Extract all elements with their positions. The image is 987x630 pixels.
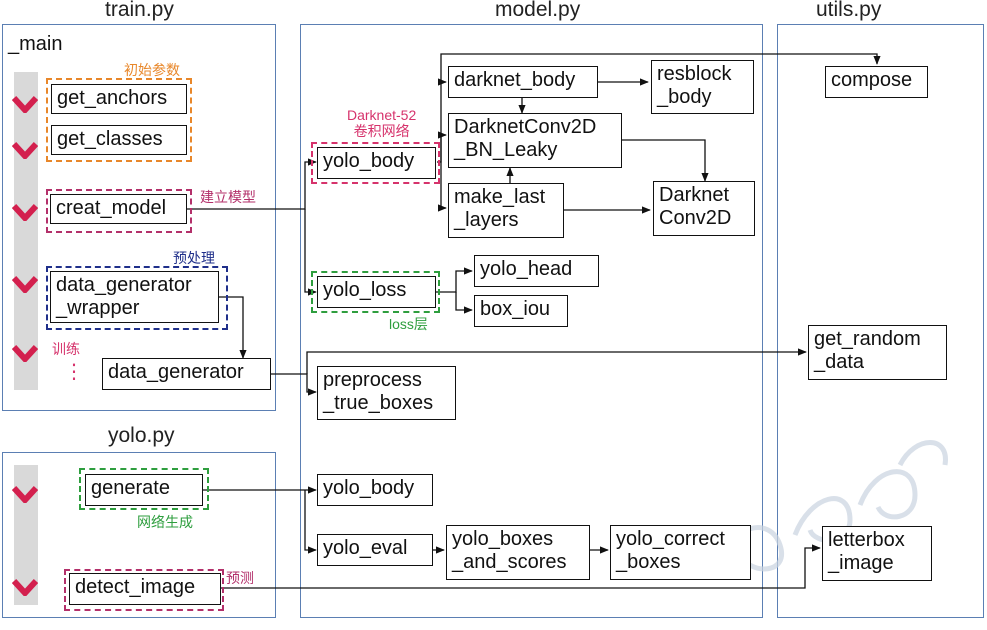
chevron-down-icon	[12, 95, 38, 113]
utils-py-title: utils.py	[816, 0, 882, 21]
chevron-down-icon	[12, 203, 38, 221]
yolo-py-panel	[2, 452, 276, 618]
yolo-body-group	[311, 142, 440, 184]
network-gen-note: 网络生成	[137, 514, 193, 530]
main-label: _main	[8, 33, 63, 55]
compose-box[interactable]: compose	[825, 66, 928, 98]
creat-model-box[interactable]: creat_model	[50, 194, 187, 224]
yolo-eval-box[interactable]: yolo_eval	[317, 534, 433, 566]
get-anchors-box[interactable]: get_anchors	[51, 84, 187, 114]
darknet-note: Darknet-52 卷积网络	[347, 107, 417, 139]
yolo-head-box[interactable]: yolo_head	[474, 255, 599, 287]
yolo-loss-box[interactable]: yolo_loss	[317, 276, 436, 308]
build-model-group	[46, 189, 192, 233]
predict-note: 预测	[226, 570, 254, 586]
generate-group	[79, 468, 209, 510]
ellipsis-dots: ⋮	[64, 361, 84, 383]
yolo-body-box[interactable]: yolo_body	[317, 147, 436, 179]
init-params-note: 初始参数	[124, 62, 180, 78]
darknetconv2d-bn-leaky-box[interactable]: DarknetConv2D _BN_Leaky	[448, 113, 622, 168]
init-params-group	[46, 78, 192, 162]
letterbox-image-box[interactable]: letterbox _image	[822, 526, 932, 581]
yolo-py-title: yolo.py	[108, 424, 175, 447]
data-generator-wrapper-box[interactable]: data_generator _wrapper	[50, 271, 219, 323]
model-py-panel	[300, 24, 763, 618]
generate-box[interactable]: generate	[85, 474, 203, 506]
detect-image-group	[64, 569, 224, 611]
preprocess-true-boxes-box[interactable]: preprocess _true_boxes	[317, 366, 456, 420]
preprocess-group	[46, 266, 228, 330]
chevron-down-icon	[12, 275, 38, 293]
train-py-panel	[2, 24, 276, 411]
yolo-boxes-and-scores-box[interactable]: yolo_boxes _and_scores	[446, 525, 590, 580]
get-classes-box[interactable]: get_classes	[51, 125, 187, 155]
make-last-layers-box[interactable]: make_last _layers	[448, 183, 564, 238]
utils-py-panel	[777, 24, 984, 618]
get-random-data-box[interactable]: get_random _data	[808, 325, 947, 380]
darknet-body-box[interactable]: darknet_body	[448, 66, 598, 98]
chevron-down-icon	[12, 485, 38, 503]
build-model-note: 建立模型	[200, 189, 256, 205]
box-iou-box[interactable]: box_iou	[474, 295, 568, 327]
resblock-body-box[interactable]: resblock _body	[651, 60, 754, 114]
darknet-conv2d-box[interactable]: Darknet Conv2D	[653, 181, 755, 236]
yolo-body-box-2[interactable]: yolo_body	[317, 474, 433, 506]
chevron-down-icon	[12, 344, 38, 362]
yolo-loss-group	[311, 271, 440, 313]
train-py-title: train.py	[105, 0, 174, 21]
train-flow-bar	[14, 72, 38, 390]
detect-image-box[interactable]: detect_image	[69, 573, 221, 605]
train-note: 训练	[52, 341, 80, 357]
data-generator-box[interactable]: data_generator	[102, 358, 271, 390]
chevron-down-icon	[12, 141, 38, 159]
model-py-title: model.py	[495, 0, 581, 21]
loss-layer-note: loss层	[389, 316, 428, 332]
preprocess-note: 预处理	[173, 250, 215, 266]
chevron-down-icon	[12, 578, 38, 596]
yolo-correct-boxes-box[interactable]: yolo_correct _boxes	[610, 525, 751, 580]
